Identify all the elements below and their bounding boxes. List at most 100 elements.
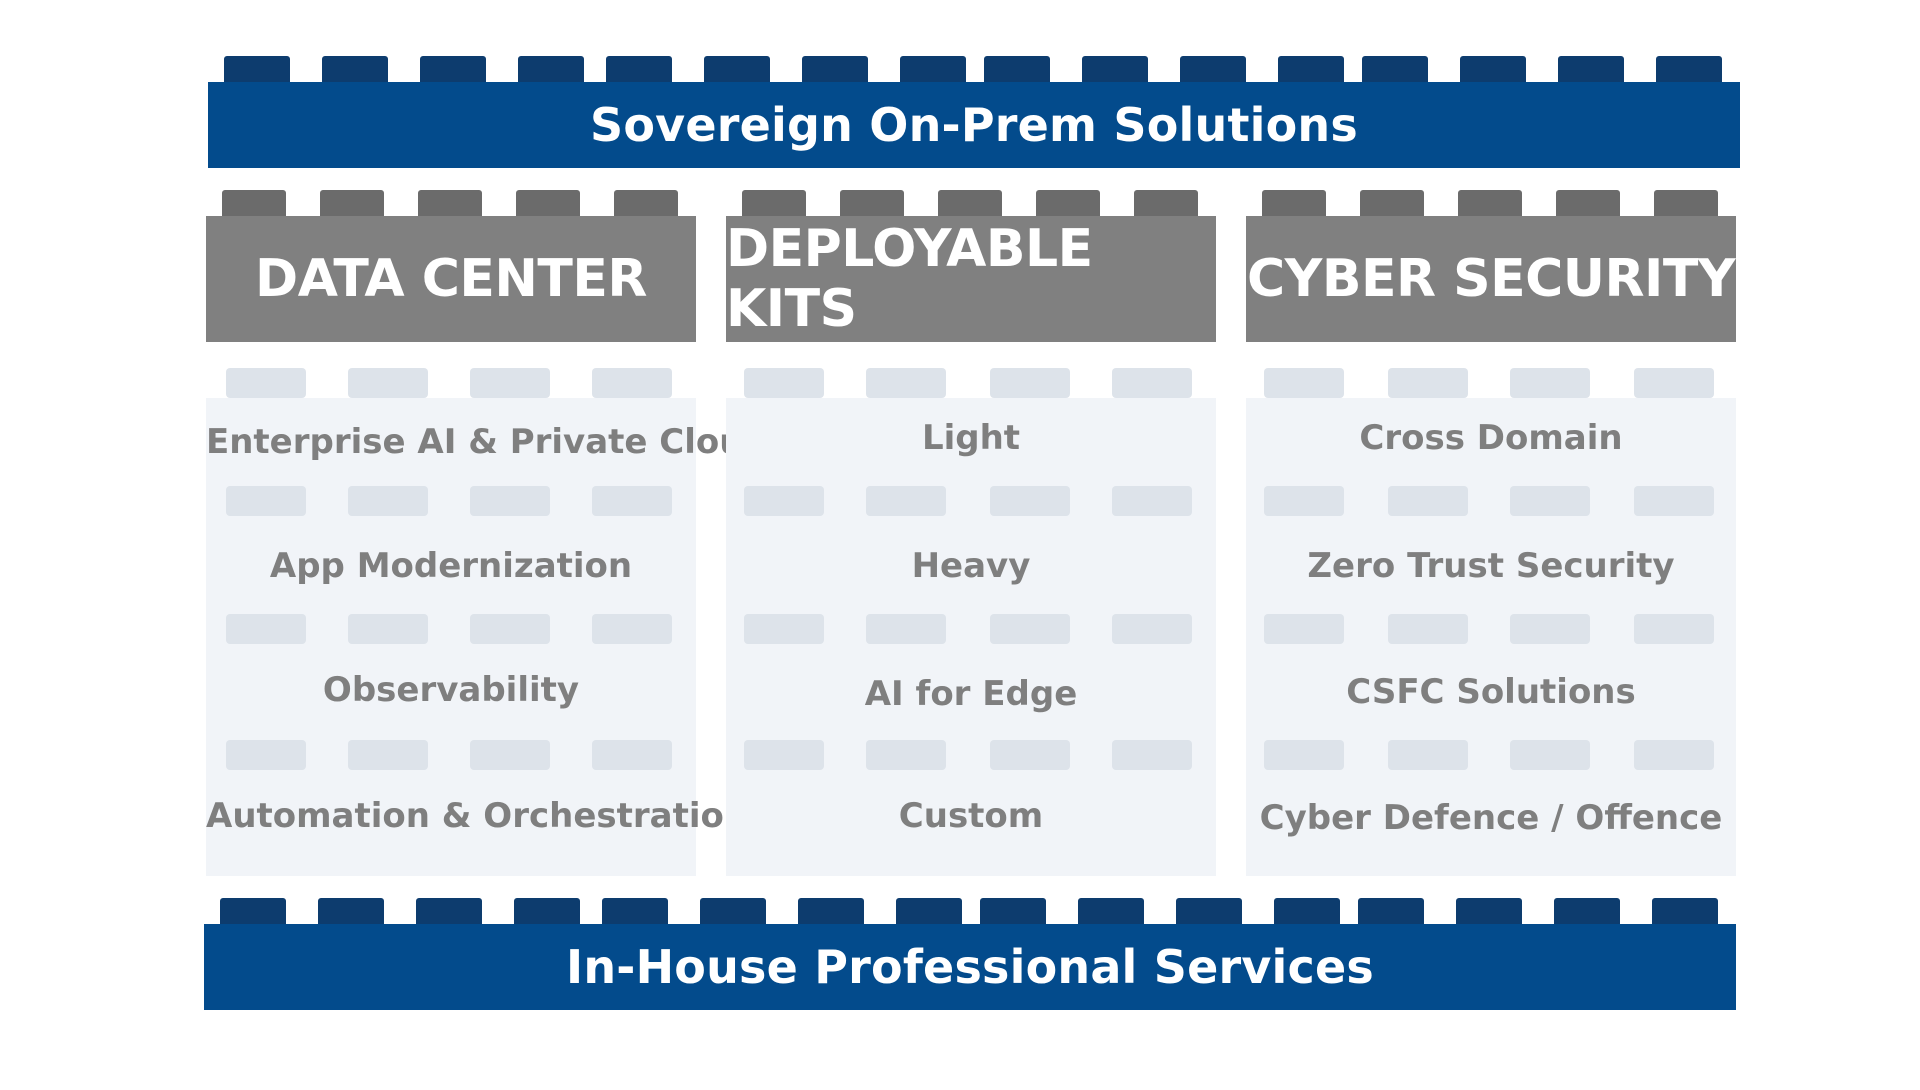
lego-stud [592, 740, 672, 770]
lego-stud [1558, 56, 1624, 84]
pillar-item: Automation & Orchestration [206, 796, 749, 836]
pillar-title: DATA CENTER [255, 249, 647, 309]
pillar-item: Zero Trust Security [1307, 546, 1675, 586]
lego-stud [938, 190, 1002, 218]
lego-stud [798, 898, 864, 926]
lego-stud [742, 190, 806, 218]
pillar-item: Cyber Defence / Offence [1259, 798, 1723, 838]
lego-stud [1264, 486, 1344, 516]
lego-stud [320, 190, 384, 218]
lego-stud [1556, 190, 1620, 218]
pillar-item: Observability [322, 670, 580, 710]
lego-stud [1554, 898, 1620, 926]
lego-stud [1388, 486, 1468, 516]
lego-stud [1360, 190, 1424, 218]
lego-stud [592, 368, 672, 398]
lego-stud [518, 56, 584, 84]
lego-stud [1510, 368, 1590, 398]
lego-stud [318, 898, 384, 926]
top-band-label: Sovereign On-Prem Solutions [590, 98, 1358, 152]
lego-stud [866, 740, 946, 770]
lego-stud [744, 740, 824, 770]
lego-stud [1262, 190, 1326, 218]
lego-stud [866, 368, 946, 398]
lego-stud [1078, 898, 1144, 926]
pillar-title: DEPLOYABLE KITS [726, 219, 1093, 339]
lego-stud [900, 56, 966, 84]
lego-stud [226, 486, 306, 516]
lego-stud [224, 56, 290, 84]
lego-stud [1388, 368, 1468, 398]
lego-stud [990, 740, 1070, 770]
pillar-item: Heavy [911, 546, 1031, 586]
lego-stud [1652, 898, 1718, 926]
lego-stud [1634, 486, 1714, 516]
lego-stud [416, 898, 482, 926]
lego-stud [470, 614, 550, 644]
lego-stud [226, 368, 306, 398]
lego-stud [348, 740, 428, 770]
lego-stud [606, 56, 672, 84]
lego-stud [1460, 56, 1526, 84]
lego-stud [1112, 740, 1192, 770]
lego-stud [866, 614, 946, 644]
lego-stud [348, 486, 428, 516]
pillar-item: Light [921, 418, 1021, 458]
lego-stud [1112, 368, 1192, 398]
bottom-band-label: In-House Professional Services [566, 940, 1374, 994]
lego-stud [1134, 190, 1198, 218]
lego-stud [1388, 614, 1468, 644]
lego-stud [980, 898, 1046, 926]
lego-stud [1264, 740, 1344, 770]
bottom-band: In-House Professional Services [204, 924, 1736, 1010]
lego-stud [1654, 190, 1718, 218]
pillar-title: CYBER SECURITY [1247, 249, 1736, 309]
lego-stud [418, 190, 482, 218]
lego-stud [1274, 898, 1340, 926]
lego-stud [348, 368, 428, 398]
pillar-title-data-center: DATA CENTER [206, 216, 696, 342]
lego-stud [1510, 614, 1590, 644]
lego-stud [1510, 486, 1590, 516]
lego-stud [744, 614, 824, 644]
lego-stud [1358, 898, 1424, 926]
pillar-title-deployable-kits: DEPLOYABLE KITS [726, 216, 1216, 342]
lego-stud [802, 56, 868, 84]
lego-stud [322, 56, 388, 84]
lego-stud [744, 486, 824, 516]
lego-stud [1180, 56, 1246, 84]
lego-stud [220, 898, 286, 926]
lego-stud [470, 740, 550, 770]
lego-stud [516, 190, 580, 218]
pillar-item: Enterprise AI & Private Cloud [206, 422, 768, 462]
lego-stud [514, 898, 580, 926]
lego-stud [1112, 486, 1192, 516]
lego-stud [592, 614, 672, 644]
lego-stud [990, 368, 1070, 398]
lego-stud [990, 614, 1070, 644]
lego-stud [1456, 898, 1522, 926]
lego-stud [990, 486, 1070, 516]
pillar-title-cyber-security: CYBER SECURITY [1246, 216, 1736, 342]
lego-stud [470, 368, 550, 398]
lego-stud [1264, 614, 1344, 644]
lego-stud [1458, 190, 1522, 218]
lego-stud [226, 614, 306, 644]
lego-stud [470, 486, 550, 516]
lego-stud [1082, 56, 1148, 84]
lego-stud [222, 190, 286, 218]
lego-stud [1388, 740, 1468, 770]
lego-stud [226, 740, 306, 770]
lego-stud [1656, 56, 1722, 84]
lego-stud [984, 56, 1050, 84]
lego-stud [602, 898, 668, 926]
lego-stud [744, 368, 824, 398]
pillar-item: CSFC Solutions [1346, 672, 1636, 712]
lego-stud [420, 56, 486, 84]
lego-stud [1510, 740, 1590, 770]
lego-stud [700, 898, 766, 926]
lego-stud [866, 486, 946, 516]
pillar-item: Custom [898, 796, 1044, 836]
lego-stud [704, 56, 770, 84]
lego-stud [1634, 368, 1714, 398]
